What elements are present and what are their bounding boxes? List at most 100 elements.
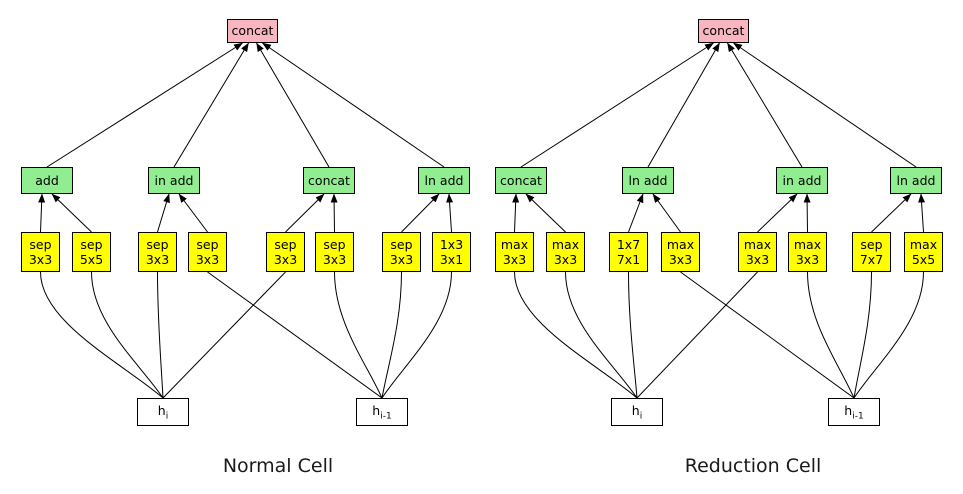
- node-label-line: 3x3: [745, 252, 770, 267]
- reduction-cell-edge-op2-c1: [525, 193, 566, 233]
- normal-cell-edge-him1-op7: [381, 271, 402, 399]
- node-label-line: 3x3: [502, 252, 527, 267]
- normal-cell-node-c4: ln add: [418, 167, 470, 194]
- node-label-line: sep: [80, 236, 103, 252]
- reduction-cell-edge-hi-op2: [565, 271, 638, 399]
- node-label-line: 3x3: [322, 252, 347, 267]
- reduction-cell-node-c3: in add: [776, 167, 828, 194]
- node-label-line: sep: [196, 236, 219, 252]
- reduction-cell-edge-him1-op4: [680, 271, 855, 399]
- node-label: concat: [500, 172, 542, 188]
- node-label-line: max: [793, 236, 822, 252]
- node-label: ln add: [424, 172, 464, 188]
- normal-cell-edge-c2-out: [173, 42, 249, 168]
- reduction-cell-edge-op4-c2: [652, 193, 681, 233]
- normal-cell-edge-hi-op3: [157, 271, 164, 399]
- normal-cell-edge-op5-c3: [285, 193, 325, 233]
- reduction-cell-node-out: concat: [698, 19, 749, 43]
- node-label-line: 3x3: [28, 252, 53, 267]
- normal-cell-edge-c4-out: [262, 42, 445, 168]
- reduction-cell-node-c2: ln add: [622, 167, 674, 194]
- node-label: concat: [308, 172, 350, 188]
- node-label-line: sep: [390, 236, 413, 252]
- reduction-cell-edge-op7-c4: [871, 193, 912, 233]
- reduction-cell-edge-op8-c4: [918, 193, 926, 233]
- node-label-line: 3x3: [795, 252, 820, 267]
- reduction-cell-edge-hi-op1: [514, 271, 638, 399]
- reduction-cell-edge-hi-op3: [628, 271, 638, 399]
- normal-cell-edge-op8-c4: [446, 193, 454, 233]
- reduction-cell-node-c1: concat: [495, 167, 547, 194]
- reduction-cell-edge-him1-op8: [853, 271, 924, 399]
- node-label: hi-1: [844, 402, 864, 422]
- reduction-cell-edge-op6-c3: [803, 193, 811, 233]
- node-label: ln add: [628, 172, 668, 188]
- normal-cell-node-him1: hi-1: [356, 398, 408, 426]
- node-label: concat: [702, 23, 745, 39]
- reduction-cell-node-him1: hi-1: [828, 398, 880, 426]
- reduction-cell-edge-c2-out: [647, 42, 720, 168]
- node-label-line: sep: [323, 236, 346, 252]
- normal-cell-edge-him1-op8: [381, 271, 452, 399]
- normal-cell-edge-op6-c3: [330, 193, 338, 233]
- normal-cell-edge-op3-c2: [157, 193, 170, 233]
- node-label-line: 5x5: [911, 252, 936, 267]
- reduction-cell-edge-op1-c1: [512, 193, 520, 233]
- normal-cell-edge-op2-c1: [51, 193, 92, 233]
- reduction-cell-edge-him1-op7: [853, 271, 872, 399]
- reduction-cell-edge-c3-out: [727, 42, 803, 168]
- normal-cell-edge-c3-out: [256, 42, 330, 168]
- reduction-cell-edge-c1-out: [520, 42, 714, 168]
- node-label-line: 3x3: [195, 252, 220, 267]
- normal-cell-node-hi: hi: [137, 398, 189, 426]
- node-label: hi: [157, 402, 169, 422]
- normal-cell-edge-hi-op5: [162, 271, 286, 399]
- node-label-line: 3x3: [273, 252, 298, 267]
- normal-cell-edge-op4-c2: [178, 193, 208, 233]
- node-label-line: 3x1: [439, 252, 464, 267]
- node-label-line: sep: [274, 236, 297, 252]
- node-label-line: 1x7: [616, 236, 641, 252]
- reduction-cell-node-c4: ln add: [890, 167, 942, 194]
- normal-cell-caption: Normal Cell: [222, 455, 334, 477]
- node-label-line: sep: [146, 236, 169, 252]
- node-label: concat: [231, 23, 274, 39]
- node-label-line: 3x3: [145, 252, 170, 267]
- normal-cell-edge-him1-op4: [207, 271, 383, 399]
- reduction-cell-edge-hi-op5: [636, 271, 758, 399]
- normal-cell-node-c2: in add: [148, 167, 200, 194]
- node-label: hi-1: [372, 402, 392, 422]
- reduction-cell-edge-op3-c2: [628, 193, 644, 233]
- node-label-line: 3x3: [668, 252, 693, 267]
- node-label: add: [35, 172, 59, 188]
- node-label: ln add: [896, 172, 936, 188]
- node-label-line: max: [500, 236, 529, 252]
- reduction-cell-edge-him1-op6: [807, 271, 855, 399]
- node-label-line: max: [666, 236, 695, 252]
- node-label-line: max: [743, 236, 772, 252]
- normal-cell-node-out: concat: [227, 19, 278, 43]
- node-label-line: max: [909, 236, 938, 252]
- node-label-line: 3x3: [389, 252, 414, 267]
- reduction-cell-node-hi: hi: [611, 398, 663, 426]
- node-label-line: max: [551, 236, 580, 252]
- node-label: hi: [631, 402, 643, 422]
- normal-cell-node-c1: add: [21, 167, 73, 194]
- normal-cell-edge-c1-out: [46, 42, 243, 168]
